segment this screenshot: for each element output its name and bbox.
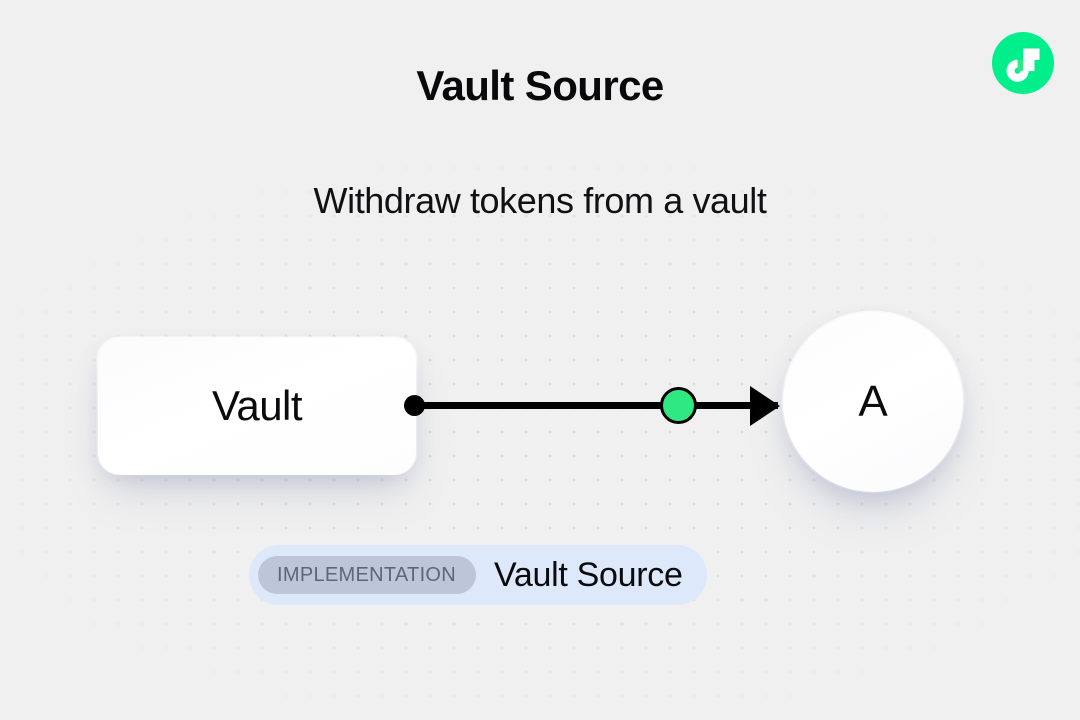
diagram-node-account-label: A [858, 377, 888, 426]
edge-token-dot-icon[interactable] [660, 387, 697, 424]
edge-arrowhead-icon [750, 386, 780, 426]
flow-logo-icon [992, 32, 1054, 94]
diagram-node-vault[interactable]: Vault [98, 338, 416, 474]
implementation-badge: IMPLEMENTATION Vault Source [249, 545, 707, 605]
implementation-name: Vault Source [494, 555, 683, 594]
edge-source-dot-icon[interactable] [404, 395, 425, 416]
diagram-node-vault-label: Vault [211, 382, 303, 429]
implementation-tag: IMPLEMENTATION [258, 556, 477, 594]
page-title: Vault Source [416, 62, 664, 109]
page-subtitle: Withdraw tokens from a vault [313, 180, 767, 221]
edge-line [414, 402, 778, 409]
diagram-node-account[interactable]: A [783, 312, 963, 492]
